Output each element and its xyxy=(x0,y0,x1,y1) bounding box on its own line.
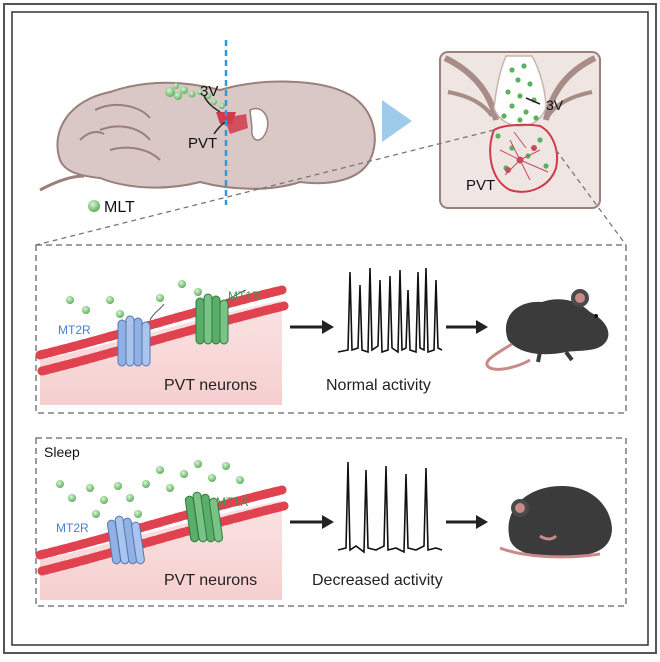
normal-arrow-2 xyxy=(446,320,488,334)
brainstem xyxy=(39,174,85,192)
sleep-mt1r-label: MT1R xyxy=(216,495,249,509)
sleep-title: Sleep xyxy=(44,444,80,460)
sleep-arrow-2 xyxy=(446,515,488,529)
normal-mt2r-label: MT2R xyxy=(58,323,91,337)
ventricle-shape xyxy=(249,107,269,141)
sleep-mt2r-label: MT2R xyxy=(56,521,89,535)
inner-frame xyxy=(11,11,649,646)
inset-mlt-dots xyxy=(495,63,549,171)
normal-mt1r-tail xyxy=(225,289,247,301)
zoom-arrow xyxy=(382,100,412,142)
sleep-activity-label: Decreased activity xyxy=(312,572,443,589)
inset-neuron-network xyxy=(499,131,549,181)
cerebellum-folds xyxy=(79,103,161,161)
inset-tissue-folds-2 xyxy=(447,90,593,118)
sleep-membrane xyxy=(35,485,289,576)
inset-label-3v: 3V xyxy=(546,97,564,113)
label-3v: 3V xyxy=(200,83,218,100)
pvt-region-mark xyxy=(224,114,248,134)
sagittal-brain: 3V PVT xyxy=(39,80,376,192)
label-3v-pointer xyxy=(203,95,221,113)
normal-mlt-dots xyxy=(66,280,202,318)
inset-pvt-boundary xyxy=(489,123,558,193)
sleeping-mouse xyxy=(499,486,612,559)
inset-3v-pointer xyxy=(525,97,541,105)
sleep-mlt-dots xyxy=(56,460,244,518)
sleep-mt1r-receptor xyxy=(184,491,224,543)
panel-normal: MT2R MT1R PVT neurons Normal activity xyxy=(35,244,627,414)
sleep-spike-trace xyxy=(337,461,443,554)
inset-label-pvt: PVT xyxy=(466,177,495,194)
normal-mt2r-receptor xyxy=(117,315,151,367)
mlt-legend-dot xyxy=(88,200,100,212)
panel-normal-frame xyxy=(35,244,627,414)
connector-left xyxy=(35,129,495,246)
normal-mt1r-label: MT1R xyxy=(228,289,261,303)
normal-mt1r-receptor xyxy=(195,293,229,345)
normal-arrow-1 xyxy=(290,320,334,334)
inset-third-ventricle xyxy=(493,55,547,127)
mlt-legend: MLT xyxy=(88,199,135,216)
normal-pvt-neurons-label: PVT neurons xyxy=(164,377,257,394)
sleep-mt2r-receptor xyxy=(106,515,145,565)
mlt-legend-label: MLT xyxy=(104,199,135,216)
panel-sleep-frame xyxy=(35,437,627,607)
pvt-inset: 3V PVT xyxy=(439,51,601,209)
sleep-pvt-neurons-label: PVT neurons xyxy=(164,572,257,589)
inset-tissue-folds xyxy=(443,55,597,121)
awake-mouse xyxy=(485,289,609,371)
sleep-arrow-1 xyxy=(290,515,334,529)
pineal-mlt-cluster xyxy=(165,83,225,109)
normal-activity-label: Normal activity xyxy=(326,377,431,394)
normal-membrane xyxy=(35,285,289,376)
label-pvt: PVT xyxy=(188,135,217,152)
normal-mt2r-tail xyxy=(149,303,165,321)
connector-right xyxy=(555,149,627,246)
normal-spike-trace xyxy=(337,267,443,354)
panel-sleep: Sleep xyxy=(35,437,627,607)
